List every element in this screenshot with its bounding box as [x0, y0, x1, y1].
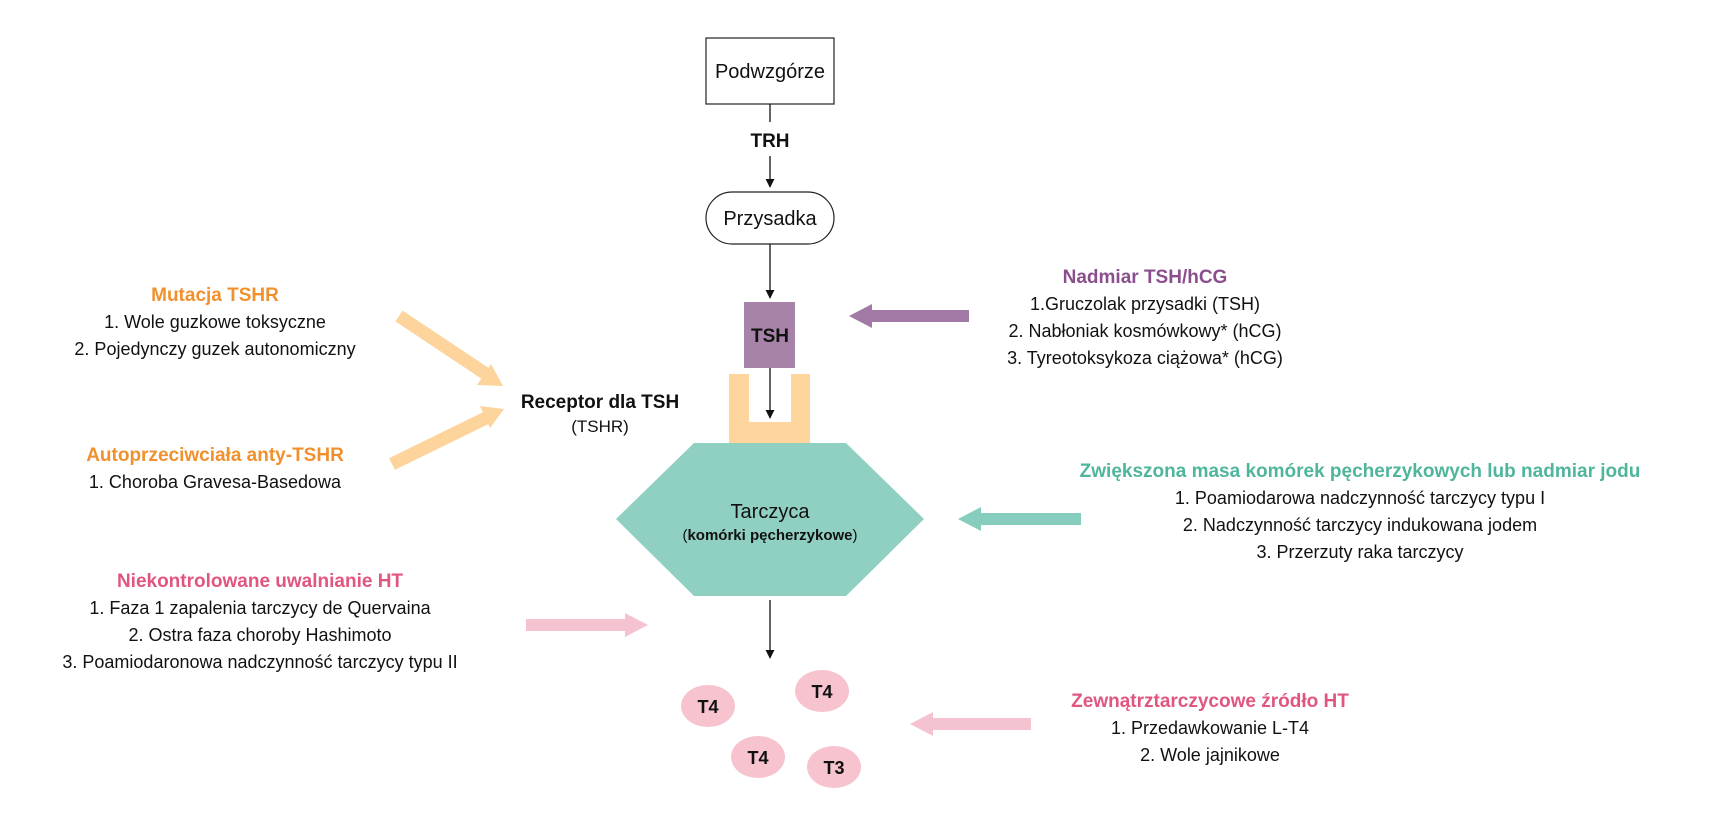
receptor-title: Receptor dla TSH [520, 392, 680, 413]
hormone-label-t4-left: T4 [697, 697, 718, 717]
uncontrolled-release-title: Niekontrolowane uwalnianie HT [116, 571, 404, 592]
extrathyroid-item: 1. Przedawkowanie L-T4 [1110, 718, 1310, 738]
increased-mass-item: 2. Nadczynność tarczycy indukowana jodem [1182, 515, 1538, 535]
extrathyroid-source-title: Zewnątrztarczycowe źródło HT [1071, 691, 1349, 712]
receptor-label-block: Receptor dla TSH (TSHR) [496, 390, 704, 438]
excess-tsh-item: 3. Tyreotoksykoza ciążowa* (hCG) [1007, 348, 1283, 368]
antibodies-block: Autoprzeciwciała anty-TSHR 1. Choroba Gr… [35, 442, 395, 496]
hormone-label-t4-top: T4 [811, 682, 832, 702]
increased-mass-title: Zwiększona masa komórek pęcherzykowych l… [1079, 461, 1641, 482]
receptor-subtitle: (TSHR) [571, 417, 629, 436]
thyroid-hexagon [616, 443, 924, 596]
hypothalamus-box [705, 37, 835, 105]
arrow-excess-tsh-head [849, 304, 872, 328]
arrow-mutation-head [477, 364, 503, 386]
uncontrolled-item: 3. Poamiodaronowa nadczynność tarczycy t… [62, 652, 458, 672]
antibodies-title: Autoprzeciwciała anty-TSHR [86, 445, 344, 466]
increased-mass-item: 3. Przerzuty raka tarczycy [1256, 542, 1464, 562]
tsh-label: TSH [751, 326, 789, 347]
uncontrolled-item: 2. Ostra faza choroby Hashimoto [128, 625, 392, 645]
hypothalamus-label: Podwzgórze [715, 61, 825, 83]
mutation-tshr-title: Mutacja TSHR [151, 285, 279, 306]
antibodies-item: 1. Choroba Gravesa-Basedowa [88, 472, 342, 492]
arrow-extrathyroid-head [910, 712, 933, 736]
increased-mass-item: 1. Poamiodarowa nadczynność tarczycy typ… [1174, 488, 1546, 508]
excess-tsh-title: Nadmiar TSH/hCG [1062, 267, 1228, 288]
thyroid-label: Tarczyca [731, 501, 811, 523]
hormone-label-t4-bottom: T4 [747, 748, 768, 768]
thyroid-sub-close: ) [853, 527, 858, 544]
excess-tsh-block: Nadmiar TSH/hCG 1.Gruczolak przysadki (T… [970, 264, 1320, 372]
mutation-tshr-block: Mutacja TSHR 1. Wole guzkowe toksyczne 2… [35, 282, 395, 363]
uncontrolled-release-block: Niekontrolowane uwalnianie HT 1. Faza 1 … [20, 568, 500, 676]
tsh-receptor-shape [729, 374, 810, 443]
pituitary-label: Przysadka [723, 208, 817, 230]
hormone-ellipse-t4-left [681, 685, 735, 727]
mutation-item: 2. Pojedynczy guzek autonomiczny [74, 339, 356, 359]
excess-tsh-item: 1.Gruczolak przysadki (TSH) [1029, 294, 1261, 314]
excess-tsh-item: 2. Nabłoniak kosmówkowy* (hCG) [1008, 321, 1282, 341]
increased-mass-block: Zwiększona masa komórek pęcherzykowych l… [1050, 458, 1670, 566]
thyroid-sub-open: ( [682, 527, 687, 544]
hormone-ellipse-t4-bottom [731, 736, 785, 778]
hormone-ellipse-t3 [807, 746, 861, 788]
arrow-mutation-stem [395, 310, 490, 380]
mutation-item: 1. Wole guzkowe toksyczne [104, 312, 326, 332]
hormone-ellipse-t4-top [795, 670, 849, 712]
extrathyroid-source-block: Zewnątrztarczycowe źródło HT 1. Przedawk… [1020, 688, 1400, 769]
trh-label: TRH [750, 131, 789, 152]
arrow-antibodies-head [480, 406, 504, 428]
arrow-increased-mass-head [958, 507, 981, 531]
thyroid-sublabel: (komórki pęcherzykowe) [682, 527, 857, 544]
arrow-antibodies-stem [389, 412, 489, 470]
tsh-box [744, 302, 795, 368]
extrathyroid-item: 2. Wole jajnikowe [1140, 745, 1280, 765]
arrow-uncontrolled-head [625, 613, 648, 637]
hormone-label-t3: T3 [823, 758, 844, 778]
thyroid-sub-bold: komórki pęcherzykowe [687, 527, 852, 544]
uncontrolled-item: 1. Faza 1 zapalenia tarczycy de Quervain… [89, 598, 431, 618]
